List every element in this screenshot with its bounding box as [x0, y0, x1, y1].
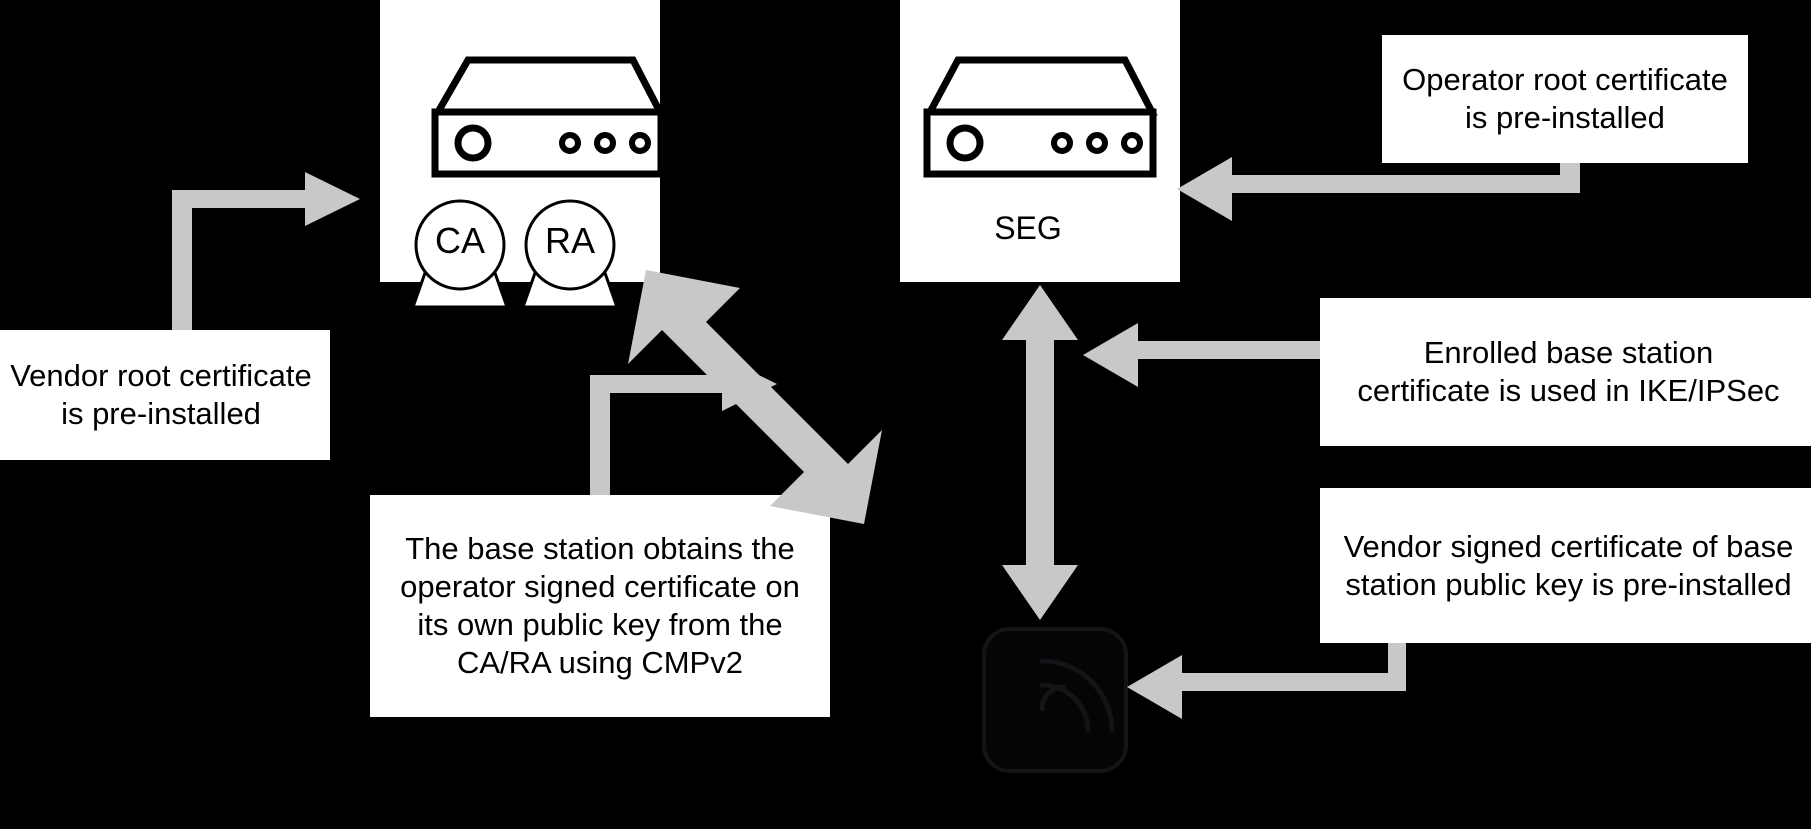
connector-seg-to-radio-unit	[1002, 285, 1078, 620]
connector-enrolled-cert-to-link	[1083, 323, 1320, 387]
callout-operator-root-certificate: Operator root certificate is pre-install…	[1382, 35, 1748, 163]
connector-vendor-signed-to-radio-unit	[1127, 643, 1406, 719]
connector-vendor-root-to-base-station	[172, 172, 360, 330]
actor-ra-icon	[520, 199, 620, 309]
wireless-signal-icon	[1039, 658, 1115, 734]
node-seg-label: SEG	[994, 210, 1062, 246]
node-radio-unit	[982, 627, 1128, 773]
callout-enrolled-base-station-certificate: Enrolled base station certificate is use…	[1320, 298, 1811, 446]
actor-ra-label: RA	[544, 220, 595, 261]
server-icon	[923, 56, 1158, 178]
callout-vendor-root-certificate: Vendor root certificate is pre-installed	[0, 330, 330, 460]
actor-ca-label: CA	[434, 220, 485, 261]
callout-vendor-signed-certificate: Vendor signed certificate of base statio…	[1320, 488, 1811, 643]
actor-ca-icon	[410, 199, 510, 309]
node-seg: SEG	[900, 0, 1180, 282]
connector-operator-root-to-seg	[1177, 157, 1580, 221]
callout-cmpv2-enrolment: The base station obtains the operator si…	[370, 495, 830, 717]
server-icon	[431, 56, 666, 178]
connector-base-station-to-seg	[628, 270, 882, 524]
